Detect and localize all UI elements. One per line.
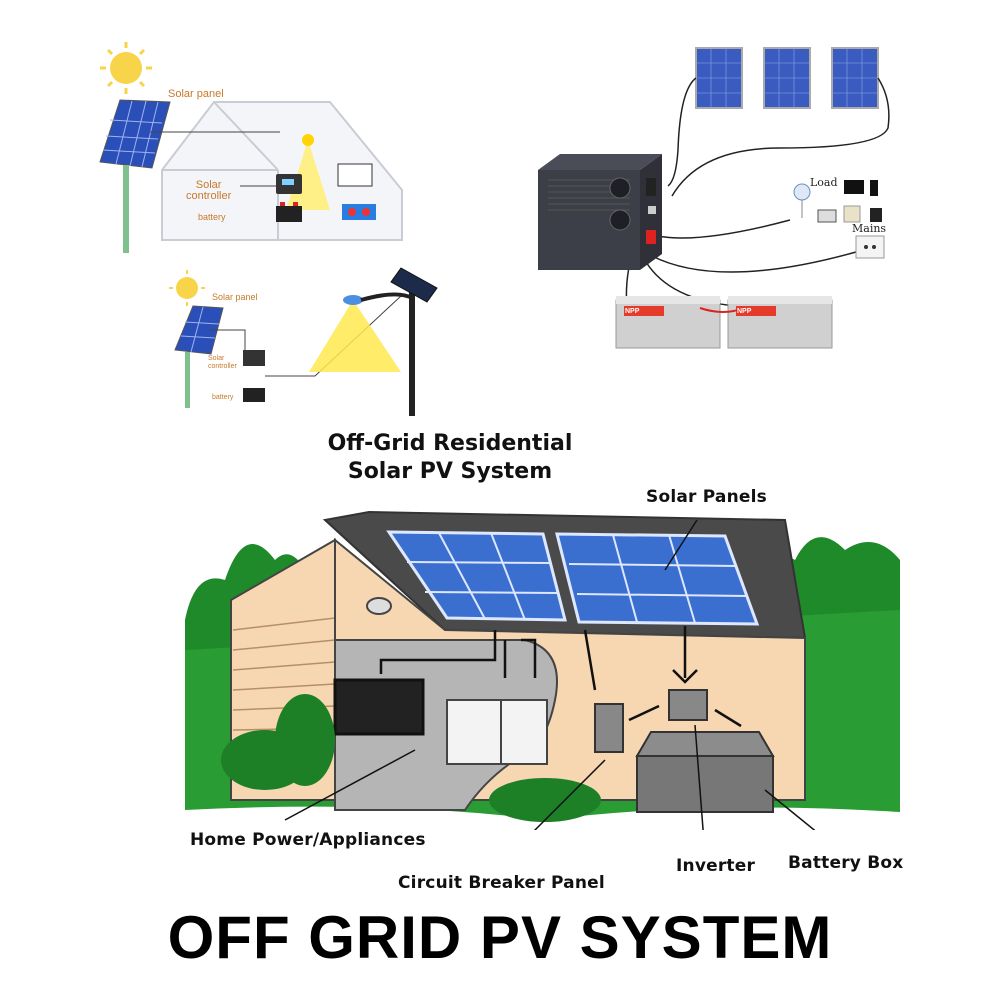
- home-power-callout: Home Power/Appliances: [190, 830, 426, 850]
- mains-label: Mains: [852, 222, 887, 235]
- washer-icon: [843, 205, 861, 223]
- solar-panel-label-street: Solar panel: [212, 292, 258, 302]
- battery-icon: [276, 206, 302, 222]
- sun-icon: [100, 42, 152, 94]
- roof-solar-panels: [386, 530, 760, 626]
- solar-panel-label-top: Solar panel: [168, 88, 224, 100]
- circuit-breaker-callout: Circuit Breaker Panel: [398, 873, 605, 893]
- load-label: Load: [810, 176, 838, 189]
- main-title: OFF GRID PV SYSTEM: [167, 904, 833, 971]
- solar-house-diagram: [99, 42, 403, 253]
- circuit-breaker-box: [594, 703, 624, 753]
- solar-panel-icon: [99, 99, 171, 253]
- solar-panel-icon: [174, 305, 224, 408]
- tv-icon: [337, 163, 373, 187]
- battery-icon: [243, 388, 265, 402]
- solar-controller-icon: [243, 350, 265, 366]
- dryer-appliance: [500, 699, 548, 765]
- solar-panels-callout: Solar Panels: [646, 487, 767, 507]
- inverter-system-diagram: [538, 47, 890, 349]
- tv-appliance: [333, 678, 425, 736]
- solar-controller-label-top: Solar controller: [186, 179, 232, 202]
- street-light-diagram: [169, 267, 438, 416]
- mains-socket-icon: [855, 235, 885, 259]
- scene-title-line2: Solar PV System: [347, 459, 553, 484]
- residential-scene: [185, 510, 900, 830]
- inverter-callout: Inverter: [676, 856, 756, 876]
- sun-icon: [169, 270, 205, 306]
- street-light-pole: [409, 292, 415, 416]
- solar-panel-array: [695, 47, 879, 109]
- load-appliances: [793, 180, 882, 223]
- monitor-icon: [844, 180, 864, 194]
- battery-bank: [615, 296, 833, 349]
- washer-appliance: [446, 699, 504, 765]
- battery-box-callout: Battery Box: [788, 853, 904, 873]
- solar-controller-label-street: Solar controller: [208, 355, 237, 370]
- laptop-icon: [817, 209, 837, 223]
- battery-box: [635, 731, 775, 813]
- bushes: [221, 694, 601, 822]
- appliance-icon: [342, 204, 376, 220]
- battery-label-top: battery: [198, 212, 226, 222]
- ceiling-light: [366, 597, 392, 615]
- battery-brand-label-1: NPP: [625, 308, 640, 315]
- flow-arrows: [379, 626, 742, 728]
- scene-title-line1: Off-Grid Residential: [327, 431, 573, 456]
- battery-label-street: battery: [212, 394, 234, 401]
- inverter-unit: [538, 154, 662, 270]
- scene-title: Off-Grid Residential Solar PV System: [300, 430, 600, 486]
- battery-brand-label-2: NPP: [737, 308, 752, 315]
- inverter-box: [668, 689, 708, 721]
- fan-icon: [793, 183, 811, 201]
